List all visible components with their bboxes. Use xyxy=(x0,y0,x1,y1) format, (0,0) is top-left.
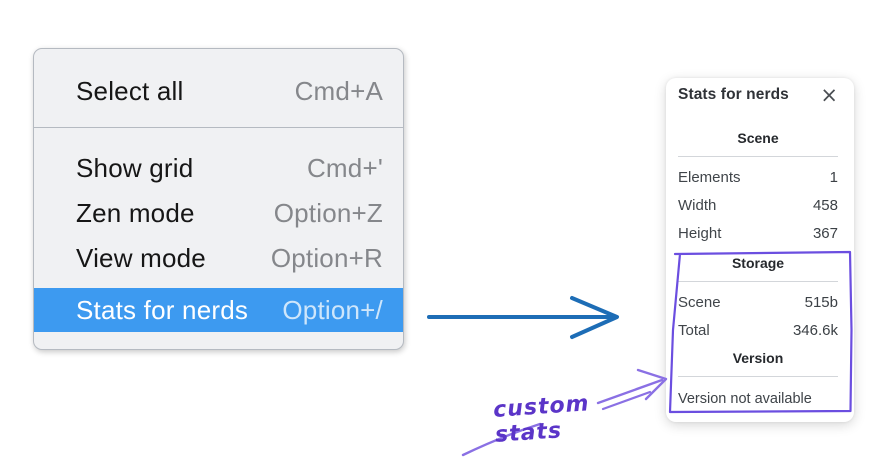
stat-value: 346.6k xyxy=(792,321,838,339)
menu-item-shortcut: Option+Z xyxy=(273,198,383,228)
menu-item-shortcut: Option+R xyxy=(270,243,383,273)
close-icon[interactable]: × xyxy=(820,83,838,107)
stats-panel-header: Stats for nerds × xyxy=(678,80,838,110)
menu-item-stats-for-nerds[interactable]: Stats for nerds Option+/ xyxy=(34,288,403,332)
annotation-custom-stats-label: custom stats xyxy=(492,391,591,448)
menu-item-shortcut: Cmd+' xyxy=(306,153,383,183)
menu-group-bottom: Show grid Cmd+' Zen mode Option+Z View m… xyxy=(34,128,403,351)
menu-group-top: Select all Cmd+A xyxy=(34,49,403,127)
menu-item-zen-mode[interactable]: Zen mode Option+Z xyxy=(34,191,403,236)
stat-row-storage-scene: Scene 515b xyxy=(678,288,838,316)
stat-value: 367 xyxy=(812,224,838,242)
stat-row-storage-total: Total 346.6k xyxy=(678,316,838,344)
section-heading-storage: Storage xyxy=(731,255,785,271)
menu-item-view-mode[interactable]: View mode Option+R xyxy=(34,236,403,281)
stat-label: Width xyxy=(678,196,717,214)
section-divider xyxy=(678,281,838,282)
stat-label: Height xyxy=(678,224,722,242)
menu-item-label: Stats for nerds xyxy=(76,294,249,325)
context-menu: Select all Cmd+A Show grid Cmd+' Zen mod… xyxy=(33,48,404,350)
stat-row-elements: Elements 1 xyxy=(678,163,838,191)
menu-item-show-grid[interactable]: Show grid Cmd+' xyxy=(34,146,403,191)
stat-label: Elements xyxy=(678,168,741,186)
menu-item-shortcut: Option+/ xyxy=(282,294,383,325)
menu-item-select-all[interactable]: Select all Cmd+A xyxy=(34,69,403,114)
stat-row-height: Height 367 xyxy=(678,219,838,247)
stats-panel-title: Stats for nerds xyxy=(678,86,789,103)
section-divider xyxy=(678,156,838,157)
menu-item-label: Select all xyxy=(76,76,184,106)
stat-label: Scene xyxy=(678,293,721,311)
stat-value: 458 xyxy=(812,196,838,214)
menu-item-label: Show grid xyxy=(76,153,194,183)
menu-item-label: View mode xyxy=(76,243,206,273)
stats-panel: Stats for nerds × Scene Elements 1 Width… xyxy=(666,78,854,422)
menu-item-label: Zen mode xyxy=(76,198,195,228)
section-heading-version: Version xyxy=(732,350,784,366)
section-divider xyxy=(678,376,838,377)
menu-item-shortcut: Cmd+A xyxy=(294,76,383,106)
stat-value: 515b xyxy=(804,293,838,311)
version-status-text: Version not available xyxy=(678,391,812,407)
menu-divider xyxy=(34,127,403,128)
stat-value: 1 xyxy=(829,168,838,186)
stat-row-width: Width 458 xyxy=(678,191,838,219)
stat-label: Total xyxy=(678,321,710,339)
section-heading-scene: Scene xyxy=(737,130,779,146)
